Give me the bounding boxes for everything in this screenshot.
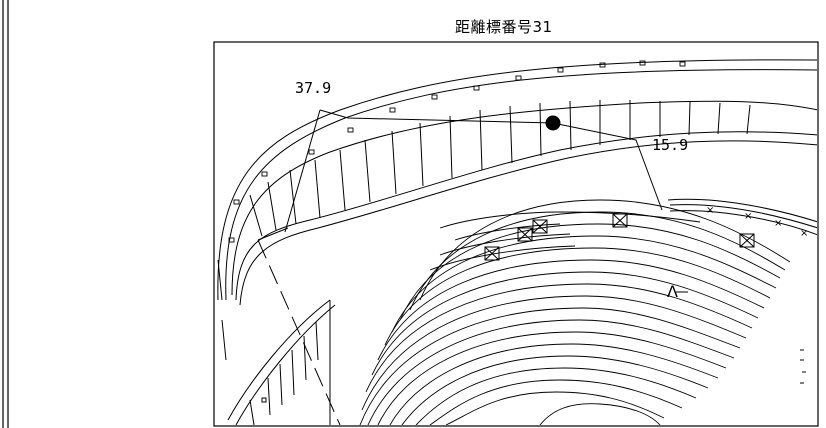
distance-label-right: 15.9	[652, 136, 689, 154]
fence-line: × × × ×	[667, 198, 817, 239]
svg-text:×: ×	[706, 205, 714, 216]
road-edge-inner	[235, 131, 817, 301]
road-edge-inner-2	[239, 140, 817, 306]
roadside-markers	[228, 60, 686, 243]
road-edge-outer	[217, 59, 817, 301]
svg-text:×: ×	[800, 228, 808, 239]
svg-text:×: ×	[744, 211, 752, 222]
drawing-title: 距離標番号31	[455, 18, 553, 36]
dashed-centerline	[257, 239, 341, 425]
map-frame	[213, 41, 819, 427]
distance-label-left: 37.9	[295, 79, 332, 97]
contour-lines	[359, 199, 791, 425]
leader-lines	[257, 109, 663, 241]
road-edge-outer-2	[225, 69, 817, 301]
road-shoulder	[231, 100, 817, 296]
right-edge-dashes	[800, 349, 806, 384]
slope-ticks	[249, 100, 751, 237]
lower-left-structures	[217, 259, 336, 425]
distance-marker-point	[545, 115, 561, 131]
boxed-x-markers	[484, 213, 755, 261]
lambda-symbol: Λ	[667, 282, 678, 301]
svg-text:×: ×	[774, 218, 782, 229]
